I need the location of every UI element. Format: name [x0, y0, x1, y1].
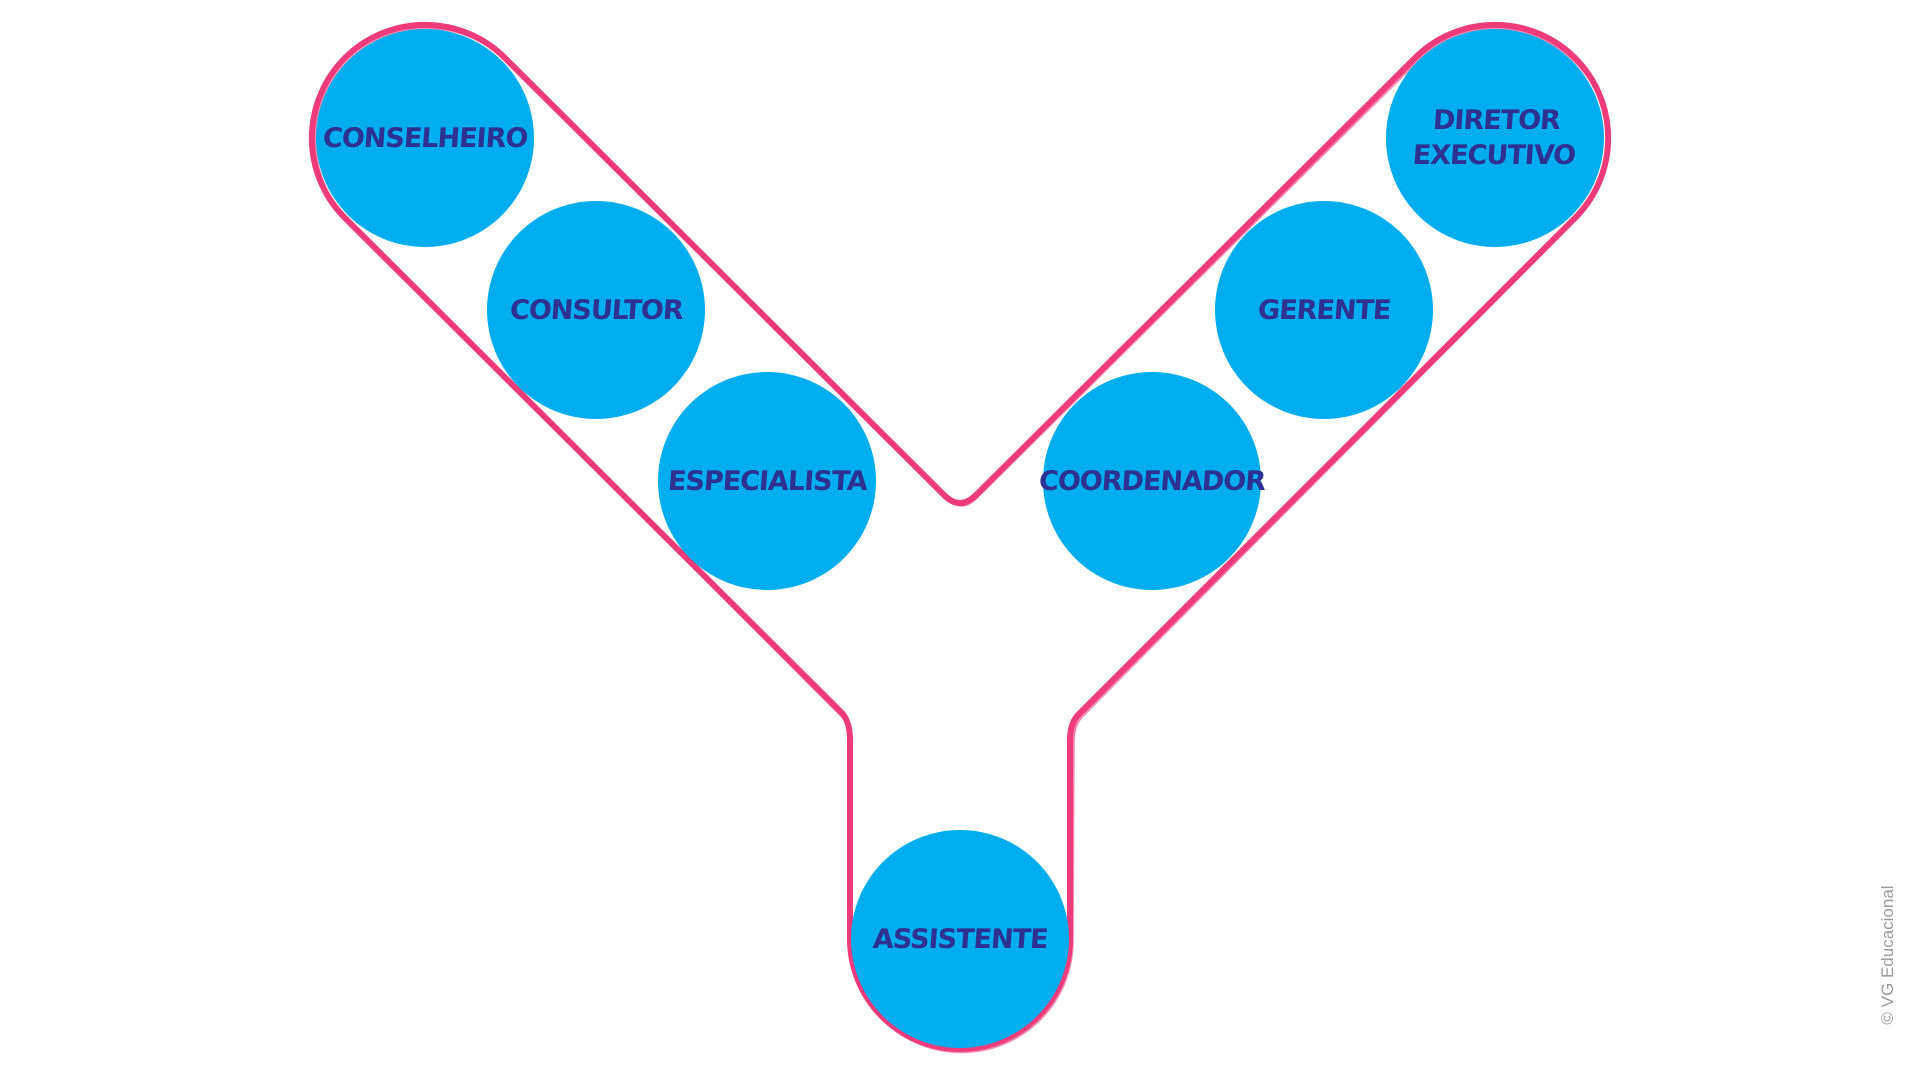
node-consultor: CONSULTOR — [487, 201, 705, 419]
node-label: GERENTE — [1256, 294, 1392, 326]
node-diretor-executivo: DIRETOR EXECUTIVO — [1386, 29, 1604, 247]
node-label: COORDENADOR — [1037, 465, 1267, 497]
node-assistente: ASSISTENTE — [851, 830, 1069, 1048]
node-label: ESPECIALISTA — [666, 465, 868, 497]
node-conselheiro: CONSELHEIRO — [316, 29, 534, 247]
node-gerente: GERENTE — [1215, 201, 1433, 419]
node-label: CONSULTOR — [508, 294, 684, 326]
node-label: DIRETOR EXECUTIVO — [1411, 105, 1577, 171]
copyright-text: © VG Educacional — [1878, 885, 1897, 1025]
node-especialista: ESPECIALISTA — [658, 372, 876, 590]
node-label: ASSISTENTE — [871, 923, 1049, 955]
node-label: CONSELHEIRO — [321, 122, 529, 154]
node-coordenador: COORDENADOR — [1038, 372, 1266, 590]
